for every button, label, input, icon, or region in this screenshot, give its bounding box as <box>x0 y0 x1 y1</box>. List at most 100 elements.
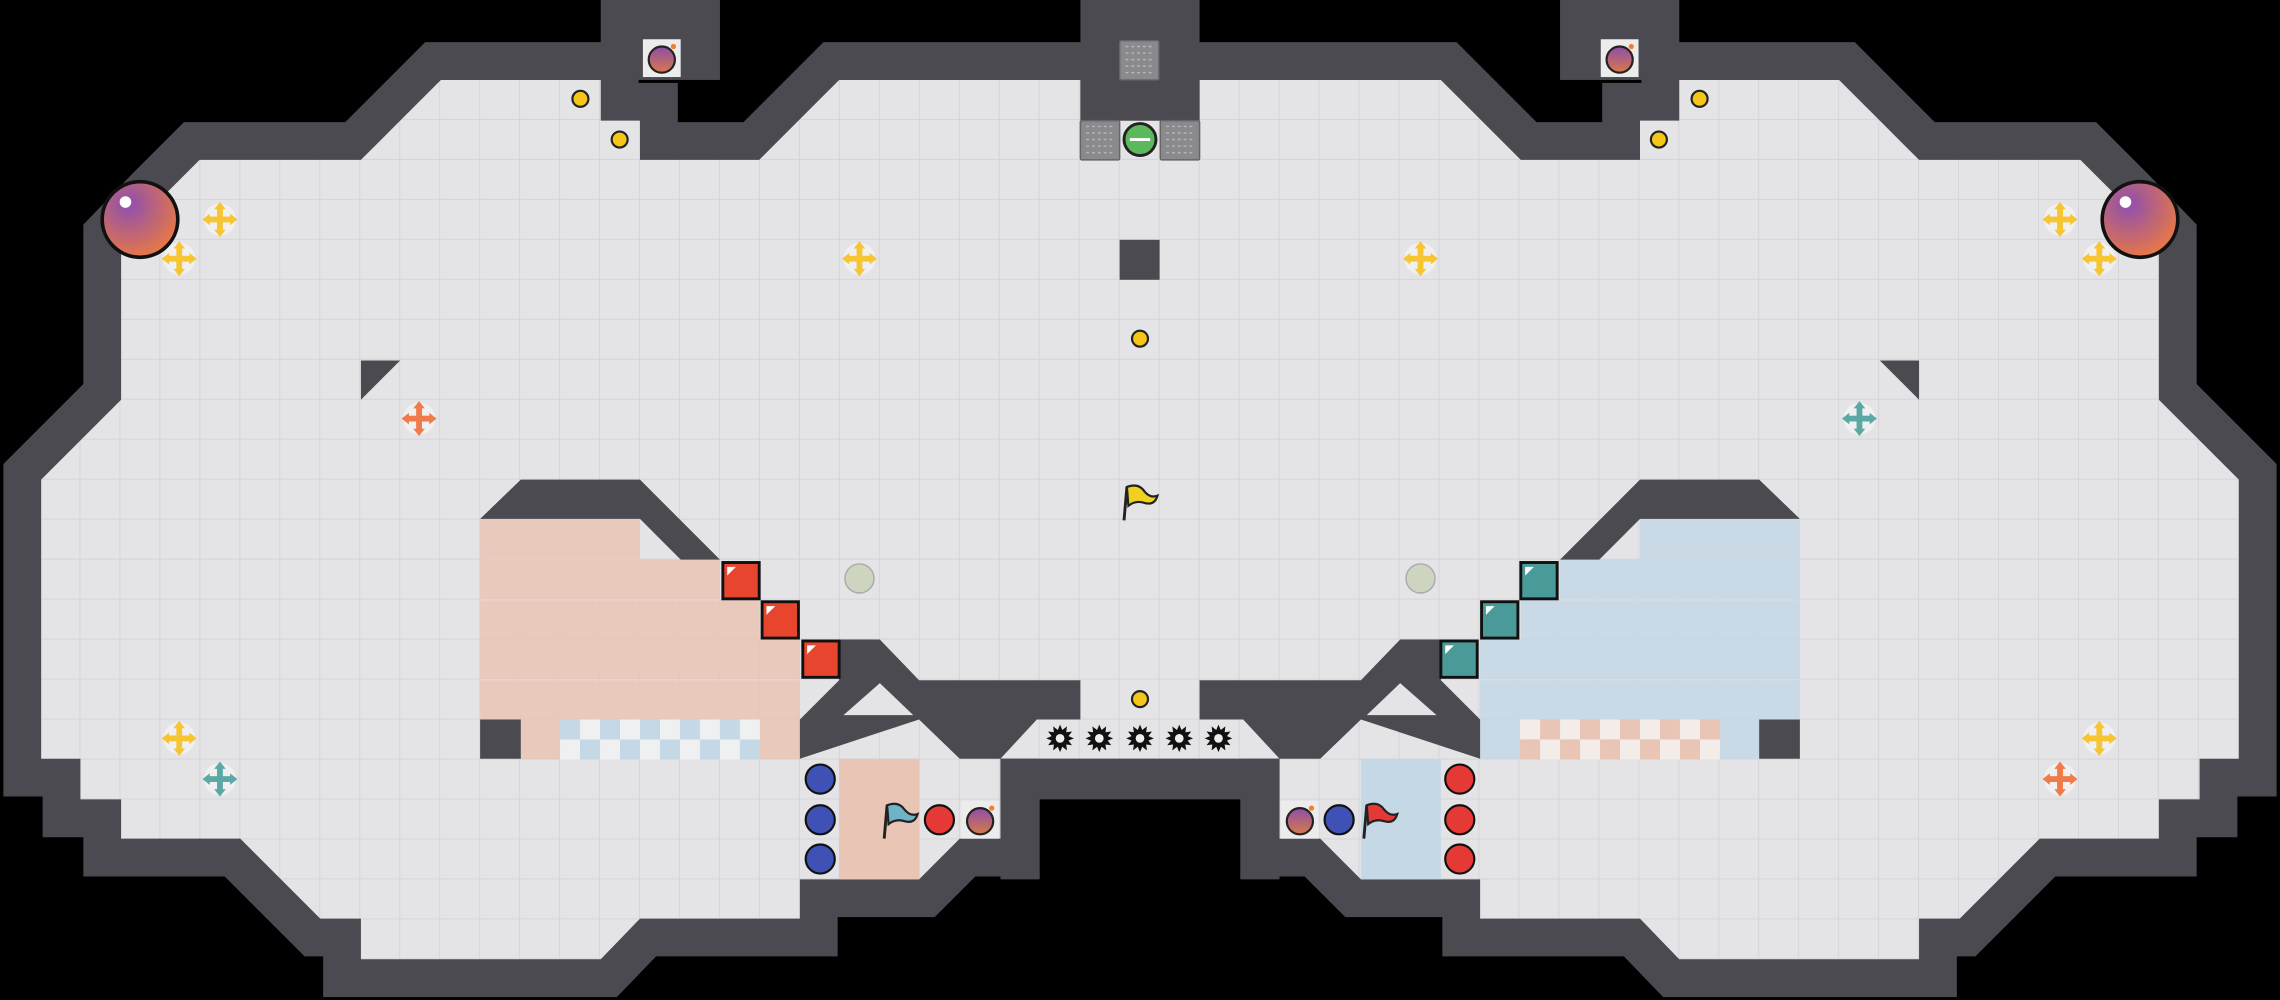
blue-ball <box>804 804 836 836</box>
boost-icon <box>161 241 197 277</box>
checker-tile <box>1640 719 1660 740</box>
boost-icon <box>2081 241 2117 277</box>
portal-icon <box>100 179 180 260</box>
gate-icon <box>1519 561 1559 601</box>
boost-icon <box>161 720 197 756</box>
gate-icon <box>760 600 800 640</box>
checker-tile <box>1659 739 1680 760</box>
ledge-gap <box>843 683 914 716</box>
checker-tile <box>1600 739 1621 760</box>
checker-tile <box>1620 739 1640 760</box>
grate-tile <box>1159 119 1201 161</box>
bomb-icon <box>1280 800 1319 839</box>
checker-tile <box>1640 739 1660 760</box>
boost-icon <box>202 761 238 797</box>
checker-tile <box>600 719 621 740</box>
checker-tile <box>1659 719 1680 740</box>
checker-tile <box>1679 719 1700 740</box>
checker-tile <box>1560 739 1581 760</box>
coin-icon <box>1130 690 1150 709</box>
checker-tile <box>560 719 581 740</box>
coin-icon <box>1690 89 1709 108</box>
gate-icon <box>721 561 761 601</box>
checker-tile <box>580 739 601 760</box>
red-zone-tiles <box>480 639 800 680</box>
coin-icon <box>1649 130 1668 149</box>
spike-icon <box>1085 724 1114 753</box>
bomb-icon <box>1600 39 1639 78</box>
checker-tile <box>1580 739 1601 760</box>
checker-tile <box>620 739 640 760</box>
checker-tile <box>679 739 700 760</box>
blue-zone-tiles <box>1480 680 1800 721</box>
center-ledge-wall <box>799 639 1081 759</box>
red-zone-tiles <box>480 518 640 559</box>
bomb-icon <box>642 39 681 78</box>
checker-tile <box>719 719 740 740</box>
gate-icon <box>1480 600 1520 640</box>
checker-tile <box>580 719 601 740</box>
block-wall <box>1759 719 1800 759</box>
checker-tile <box>679 719 700 740</box>
spike-icon <box>1046 724 1074 753</box>
checker-tile <box>640 719 660 740</box>
checker-tile <box>699 719 720 740</box>
gate-icon <box>801 639 841 679</box>
corner-wall <box>1879 360 1920 400</box>
center-ledge-wall <box>1199 639 1481 759</box>
red-ball <box>1444 763 1476 795</box>
blue-zone-tiles <box>1560 559 1800 600</box>
red-zone-tiles <box>480 680 800 721</box>
map-items <box>100 39 2180 875</box>
red-ball <box>923 804 956 836</box>
blue-ball <box>804 843 836 875</box>
checker-tile <box>659 719 680 740</box>
boost-icon <box>2081 720 2117 756</box>
checker-tile <box>1580 719 1601 740</box>
checker-tile <box>1540 719 1561 740</box>
checker-tile <box>739 739 760 760</box>
base-roof-wall <box>480 479 720 560</box>
boost-icon <box>401 401 437 437</box>
red-zone-tiles <box>480 600 760 641</box>
boost-icon <box>1842 401 1877 437</box>
red-ball <box>1444 843 1476 875</box>
spike-icon <box>1165 724 1194 753</box>
spike-base-wall <box>1000 758 1140 800</box>
blue-ball <box>804 763 836 795</box>
yellow-flag <box>1122 484 1160 521</box>
checker-tile <box>659 739 680 760</box>
boost-icon <box>842 241 877 277</box>
checker-tile <box>1520 739 1541 760</box>
checker-tile <box>1620 719 1640 740</box>
checker-tile <box>600 739 621 760</box>
neutral-ball <box>1405 563 1436 594</box>
checker-tile <box>1560 719 1581 740</box>
blue-zone-tiles <box>1480 639 1800 680</box>
coin-icon <box>610 130 629 149</box>
checker-tile <box>560 739 581 760</box>
ledge-gap <box>1366 683 1437 716</box>
checker-tile <box>640 739 660 760</box>
blue-zone-tiles <box>1520 600 1800 641</box>
base-roof-wall <box>1560 479 1800 560</box>
boost-icon <box>202 202 238 237</box>
checker-tile <box>699 739 720 760</box>
checker-tile <box>1699 739 1720 760</box>
red-flag <box>1362 802 1399 839</box>
bomb-icon <box>961 800 1000 839</box>
gate-icon <box>1439 639 1479 679</box>
boost-icon <box>1403 241 1438 277</box>
coin-icon <box>571 89 590 108</box>
boost-icon <box>2042 202 2078 237</box>
checker-tile <box>1520 719 1541 740</box>
blue-flag <box>882 802 920 839</box>
checker-tile <box>1699 719 1720 740</box>
spike-base-wall <box>1140 758 1280 800</box>
checker-tile <box>1679 739 1700 760</box>
checker-tile <box>719 739 740 760</box>
boost-icon <box>2042 761 2078 797</box>
grate-tile <box>1079 119 1121 161</box>
neutral-ball <box>844 563 875 594</box>
